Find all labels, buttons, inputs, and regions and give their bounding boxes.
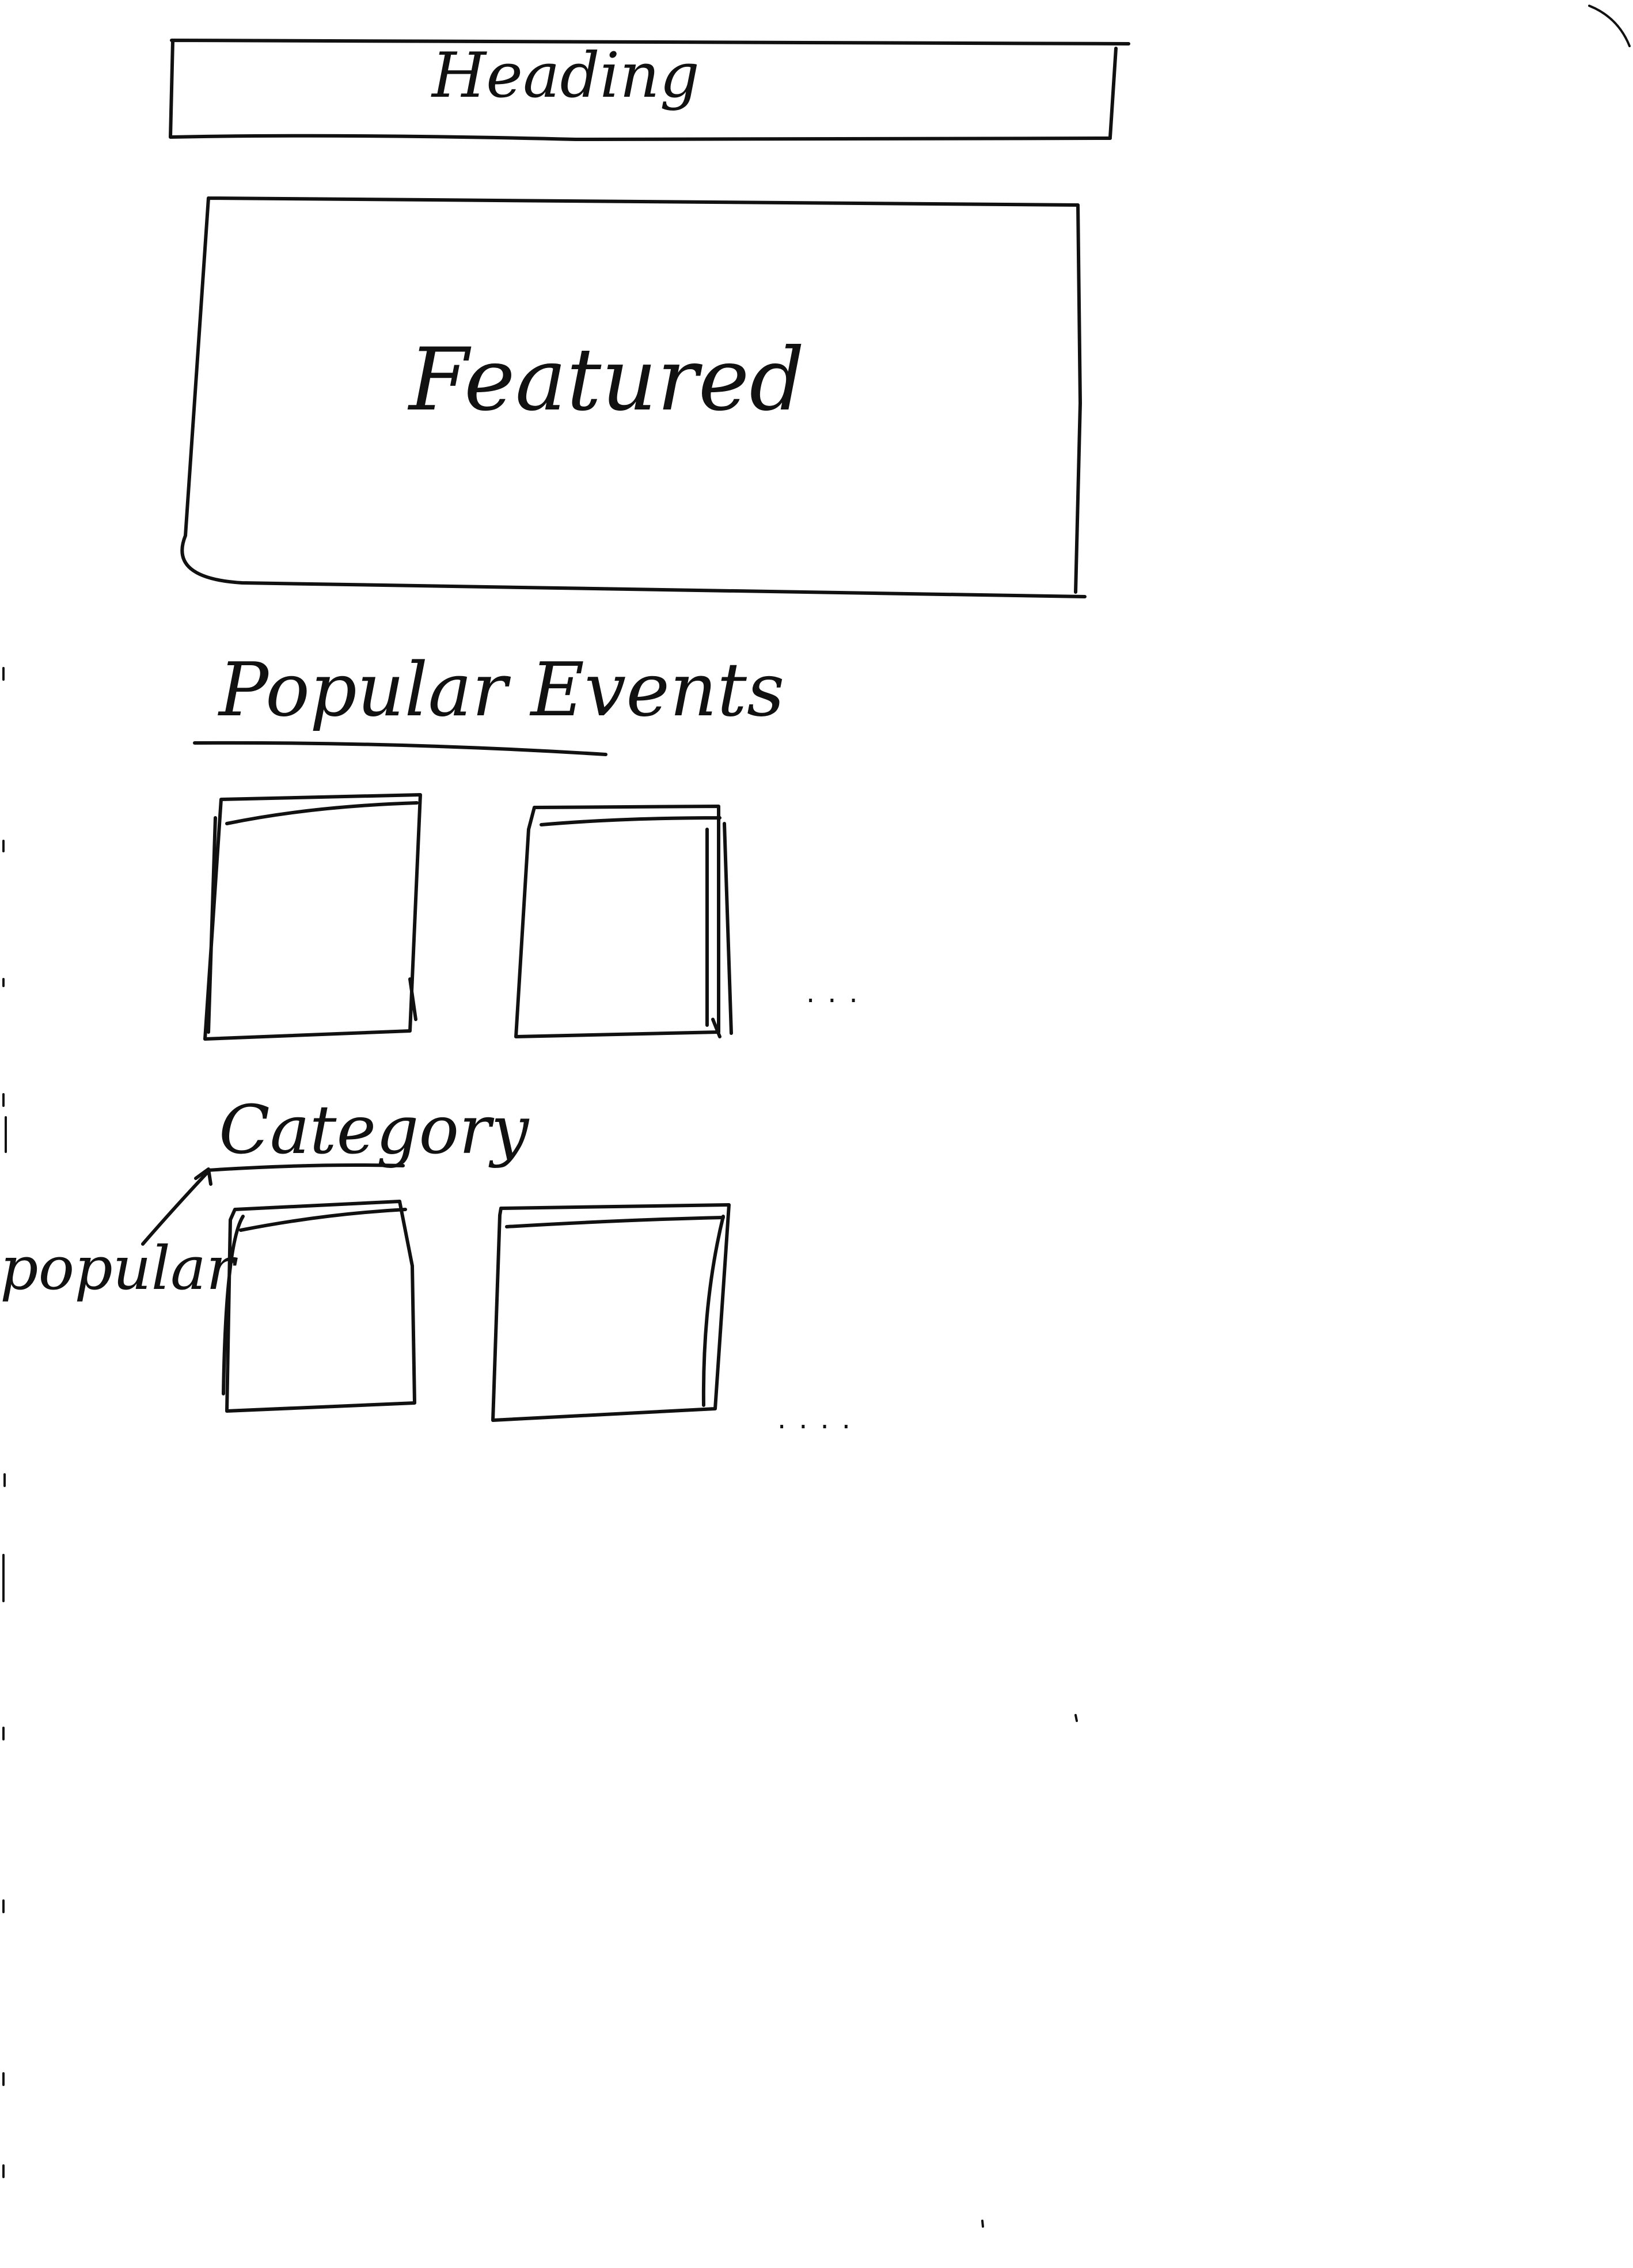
category-more: .... xyxy=(777,1403,864,1435)
page-corner-mark xyxy=(1588,5,1631,47)
margin-tick-marks xyxy=(2,667,7,2178)
popular-event-tile xyxy=(203,793,422,1041)
heading-label: Heading xyxy=(432,40,700,112)
annotation-arrow xyxy=(141,1167,212,1246)
stray-mark xyxy=(981,2220,984,2228)
popular-events-title: Popular Events xyxy=(219,647,785,733)
featured-box xyxy=(180,196,1087,598)
popular-events-underline xyxy=(193,741,607,756)
category-title: Category xyxy=(219,1091,529,1169)
popular-event-tile xyxy=(514,805,733,1038)
category-tile xyxy=(222,1200,416,1413)
popular-events-more: ... xyxy=(806,977,871,1009)
stray-mark xyxy=(1074,1714,1078,1722)
category-underline xyxy=(206,1163,405,1172)
category-tile xyxy=(491,1203,731,1422)
featured-label: Featured xyxy=(409,330,805,430)
heading-bar xyxy=(169,39,1130,141)
popular-annotation: popular xyxy=(0,1233,235,1303)
